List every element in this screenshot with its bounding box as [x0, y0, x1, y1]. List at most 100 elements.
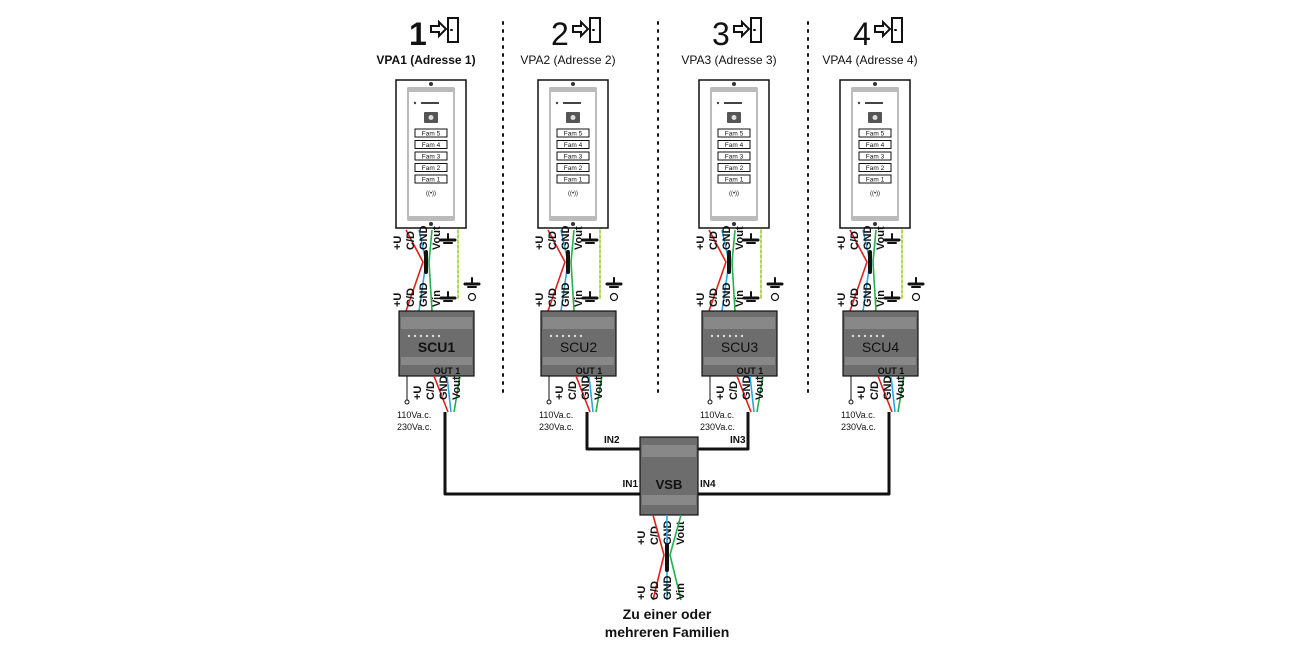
call-button-label: Fam 5 — [564, 131, 583, 138]
scu-terminal-dot — [728, 334, 732, 338]
scu-terminal-dot — [419, 334, 423, 338]
station-title: VPA2 (Adresse 2) — [520, 53, 615, 67]
speaker-symbol: ((•)) — [426, 191, 436, 197]
scu-out-label: OUT 1 — [878, 366, 905, 376]
ground-symbol-vpa — [439, 233, 457, 244]
earth-terminal — [911, 292, 921, 302]
call-button-label: Fam 1 — [866, 177, 885, 184]
vpa-terminal-label: +U — [392, 236, 404, 250]
family-terminal-label: +U — [636, 586, 648, 600]
scu-label: SCU3 — [721, 339, 759, 355]
scu-out-terminal-label: C/D — [728, 381, 740, 400]
wire-red — [849, 229, 868, 312]
earth-terminal — [770, 292, 780, 302]
call-button — [858, 174, 892, 184]
scu-in-terminal-label: C/D — [405, 288, 417, 307]
speaker-grille — [421, 102, 439, 104]
vpa-terminal-label: Vout — [573, 226, 585, 250]
vpa-terminal-label: C/D — [708, 231, 720, 250]
scu-in-terminal-label: Vin — [573, 290, 585, 307]
scu-in-terminal-label: C/D — [849, 288, 861, 307]
vsb-top-rail — [642, 445, 696, 457]
scu-out-terminal-label: GND — [580, 376, 592, 401]
panel-screw-top — [732, 82, 736, 86]
vpa-terminal-label: C/D — [547, 231, 559, 250]
scu-out-terminal-label: +U — [412, 386, 424, 400]
scu-bottom-rail — [543, 357, 614, 365]
power-terminal — [707, 399, 713, 405]
wire-green — [731, 229, 736, 312]
scu-terminal-dot — [875, 334, 879, 338]
ground-symbol-scu — [883, 291, 901, 302]
power-label-1: 110Va.c. — [841, 410, 875, 420]
panel-screw-bottom — [429, 222, 433, 226]
call-button — [414, 140, 448, 149]
scu-in-terminal-label: Vin — [734, 290, 746, 307]
family-wire-green — [669, 514, 682, 601]
scu-out-label: OUT 1 — [576, 366, 603, 376]
ground-symbol-vpa — [581, 233, 599, 244]
out-wire-green — [756, 375, 764, 413]
panel-bottom-strip — [550, 216, 596, 220]
speaker-symbol: ((•)) — [870, 191, 880, 197]
scu-terminal-dot — [413, 334, 417, 338]
family-caption-2: mehreren Familien — [605, 624, 730, 640]
power-label-2: 230Va.c. — [700, 422, 735, 432]
call-button-label: Fam 3 — [725, 154, 744, 161]
scu-top-rail — [845, 317, 916, 329]
ground-symbol-earth — [766, 277, 784, 288]
camera-lens — [570, 115, 576, 120]
scu-label: SCU4 — [862, 339, 900, 355]
panel-screw-bottom — [732, 222, 736, 226]
power-label-2: 230Va.c. — [841, 422, 876, 432]
ground-symbol-vpa — [742, 233, 760, 244]
power-terminal — [848, 399, 854, 405]
panel-bottom-strip — [711, 216, 757, 220]
scu-in-terminal-label: +U — [392, 293, 404, 307]
scu-in-terminal-label: +U — [695, 293, 707, 307]
panel-top-strip — [852, 88, 898, 92]
door-entry-icon — [430, 17, 459, 43]
call-button — [858, 163, 892, 172]
call-button — [717, 163, 751, 172]
vpa-terminal-label: GND — [418, 226, 430, 251]
call-button-label: Fam 4 — [422, 142, 441, 149]
scu-in-terminal-label: Vin — [431, 290, 443, 307]
scu-terminal-dot — [710, 334, 714, 338]
call-button — [556, 163, 590, 172]
station-number: 1 — [409, 16, 427, 52]
door-frame — [891, 17, 903, 43]
vsb-out-terminal-label: +U — [636, 531, 648, 545]
station-number: 4 — [853, 16, 871, 52]
scu-out-label: OUT 1 — [434, 366, 461, 376]
scu-bottom-rail — [401, 357, 472, 365]
arrow-shape — [733, 19, 751, 39]
bus-line-in4 — [698, 412, 891, 496]
speaker-grille — [724, 102, 742, 104]
call-button — [717, 174, 751, 184]
scu-terminal-dot — [579, 334, 583, 338]
scu-bottom-rail — [845, 357, 916, 365]
ground-symbol-earth — [463, 277, 481, 288]
panel-top-strip — [711, 88, 757, 92]
ground-symbol-scu — [742, 291, 760, 302]
scu-out-terminal-label: C/D — [869, 381, 881, 400]
scu-out-terminal-label: Vout — [451, 376, 463, 400]
call-button — [717, 140, 751, 149]
call-button-label: Fam 3 — [866, 154, 885, 161]
scu-terminal-dot — [857, 334, 861, 338]
scu-label: SCU1 — [418, 339, 456, 355]
scu-in-terminal-label: C/D — [708, 288, 720, 307]
scu-terminal-dot — [555, 334, 559, 338]
family-wire-red — [652, 514, 665, 601]
earth-terminal — [467, 292, 477, 302]
call-button-label: Fam 3 — [422, 154, 441, 161]
ground-symbol-earth — [907, 277, 925, 288]
vpa-terminal-label: GND — [862, 226, 874, 251]
vsb-bottom-rail — [642, 495, 696, 505]
family-terminal-label: Vin — [675, 583, 687, 600]
scu-out-terminal-label: Vout — [754, 376, 766, 400]
